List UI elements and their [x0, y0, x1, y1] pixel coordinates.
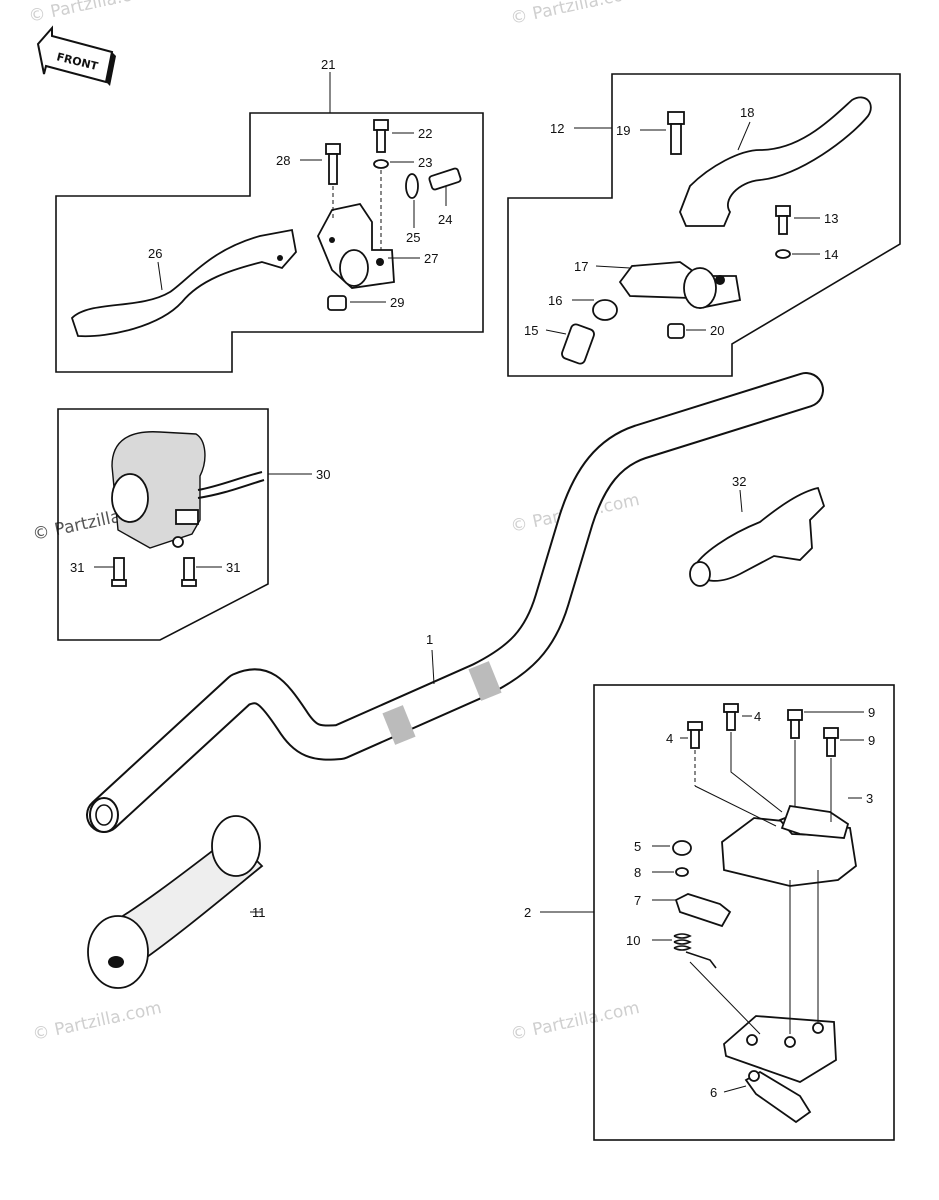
callout-27: 27 — [424, 251, 438, 266]
callout-9b: 9 — [868, 733, 875, 748]
callout-9a: 9 — [868, 705, 875, 720]
holder-17 — [618, 261, 742, 309]
callout-16: 16 — [548, 293, 562, 308]
bolt-19 — [667, 111, 685, 155]
choke-body-2 — [721, 809, 857, 1083]
adjuster-15 — [561, 323, 595, 365]
watermark-bottom-right: © Partzilla.com — [509, 998, 641, 1045]
bolt-22 — [373, 119, 389, 153]
watermark-top-left: © Partzilla.com — [27, 0, 159, 27]
grip-11 — [87, 815, 264, 989]
lever-26 — [70, 228, 297, 338]
callout-26: 26 — [148, 246, 162, 261]
callout-7: 7 — [634, 893, 641, 908]
lever-18 — [679, 96, 872, 227]
washer-23 — [373, 159, 389, 169]
callout-4a: 4 — [754, 709, 761, 724]
callout-29: 29 — [390, 295, 404, 310]
callout-2: 2 — [524, 905, 531, 920]
callout-5: 5 — [634, 839, 641, 854]
switch-housing-30 — [111, 431, 265, 549]
callout-21: 21 — [321, 57, 335, 72]
callout-24: 24 — [438, 212, 452, 227]
callout-22: 22 — [418, 126, 432, 141]
callout-18: 18 — [740, 105, 754, 120]
callout-30: 30 — [316, 467, 330, 482]
washer-16 — [592, 299, 618, 321]
callout-31a: 31 — [70, 560, 84, 575]
bolt-9a — [787, 709, 803, 739]
watermark-top-right: © Partzilla.com — [509, 0, 641, 29]
callouts: 1 2 3 4 4 5 6 7 8 9 9 10 11 12 13 14 15 … — [70, 57, 875, 1100]
bolt-28 — [325, 143, 341, 220]
screw-31-right — [181, 557, 197, 587]
nut-20 — [667, 323, 685, 339]
watermark-bottom-left: © Partzilla.com — [31, 998, 163, 1045]
spring-10 — [673, 933, 717, 969]
callout-14: 14 — [824, 247, 838, 262]
lever-6 — [744, 1070, 812, 1124]
group-2-box — [593, 684, 895, 1141]
callout-13: 13 — [824, 211, 838, 226]
callout-11: 11 — [252, 905, 266, 920]
bolt-13 — [775, 205, 791, 235]
callout-17: 17 — [574, 259, 588, 274]
callout-1: 1 — [426, 632, 433, 647]
nut-5 — [672, 840, 692, 856]
washer-14 — [775, 249, 791, 259]
group-30-box — [57, 408, 269, 641]
washer-8 — [675, 867, 689, 877]
callout-15: 15 — [524, 323, 538, 338]
callout-6: 6 — [710, 1085, 717, 1100]
holder-27 — [317, 202, 395, 289]
adjuster-24 — [428, 167, 462, 191]
handlebar-1 — [86, 372, 824, 833]
group-12-box — [507, 73, 901, 377]
callout-31b: 31 — [226, 560, 240, 575]
bolt-9b — [823, 727, 839, 757]
callout-12: 12 — [550, 121, 564, 136]
nut-29 — [327, 295, 347, 311]
screw-31-left — [111, 557, 127, 587]
callout-3: 3 — [866, 791, 873, 806]
callout-32: 32 — [732, 474, 746, 489]
screw-4a — [687, 721, 703, 749]
callout-19: 19 — [616, 123, 630, 138]
leader-lines — [94, 121, 864, 1093]
callout-10: 10 — [626, 933, 640, 948]
callout-25: 25 — [406, 230, 420, 245]
cover-32 — [689, 486, 826, 587]
callout-4b: 4 — [666, 731, 673, 746]
callout-28: 28 — [276, 153, 290, 168]
callout-20: 20 — [710, 323, 724, 338]
front-arrow-icon: FRONT — [36, 25, 116, 86]
group-21-box — [55, 72, 484, 373]
assembly-lines-group-2 — [689, 732, 832, 1035]
screw-4b — [723, 703, 739, 731]
callout-23: 23 — [418, 155, 432, 170]
washer-25 — [405, 173, 419, 199]
plate-7 — [674, 893, 732, 928]
callout-8: 8 — [634, 865, 641, 880]
